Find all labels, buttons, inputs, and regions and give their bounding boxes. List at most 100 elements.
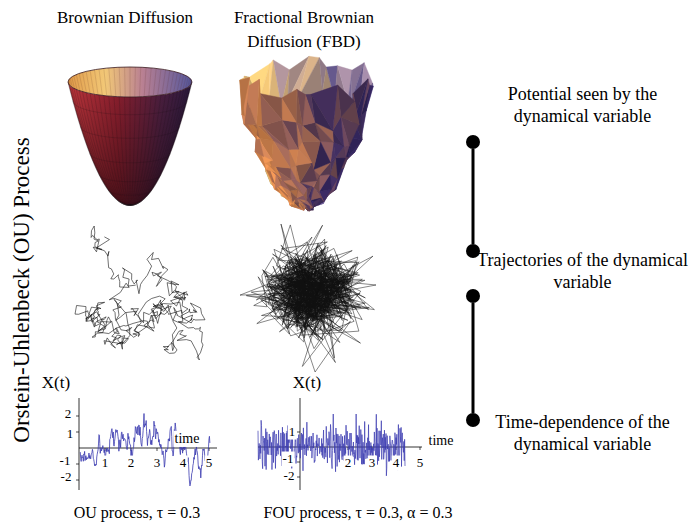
tick-label: -2 [60, 470, 73, 485]
bowl-surface [68, 82, 192, 205]
mesh-line [118, 200, 143, 203]
axis-title: X(t) [41, 373, 71, 393]
tick-mark [157, 448, 158, 451]
bowl-inside-mesh [68, 67, 192, 205]
mesh-line [130, 96, 146, 205]
mesh-line [99, 174, 161, 182]
mesh-line [130, 94, 166, 205]
tick-mark [297, 477, 300, 478]
mesh-line [130, 97, 135, 206]
tick-label: 1 [66, 427, 75, 442]
row-heading: Orstein-Uhlenbeck (OU) Process [9, 136, 35, 443]
potential-facet [296, 163, 312, 183]
tick-label: -2 [283, 469, 296, 484]
timeline-dot [466, 135, 480, 149]
tick-mark [297, 432, 300, 433]
fou-trajectory [240, 224, 376, 372]
mesh-line [130, 83, 192, 205]
bowl-rim [68, 67, 192, 97]
timeline-dot [466, 244, 480, 258]
mesh-line [130, 93, 174, 206]
timeline-dot [466, 289, 480, 303]
mesh-line [79, 91, 130, 206]
mesh-line [130, 95, 161, 205]
rough-potential [240, 56, 373, 211]
stage-label: Potential seen by the dynamical variable [475, 84, 690, 127]
potential-facet [297, 89, 306, 125]
axis-title: X(t) [292, 373, 322, 393]
mesh-line [130, 93, 170, 205]
mesh-line [130, 97, 141, 206]
potential-facet [302, 126, 320, 142]
potential-facet [290, 168, 296, 180]
potential-facet [296, 149, 312, 165]
mesh-line [130, 88, 186, 205]
potential-facet [260, 93, 282, 125]
axis-title: time [428, 433, 455, 449]
plot-axes [76, 398, 217, 490]
tick-label: -1 [282, 452, 295, 467]
tick-label: 3 [368, 456, 377, 471]
potential-facet [282, 89, 297, 122]
potential-facet [311, 94, 333, 130]
tick-label: 5 [205, 456, 214, 471]
mesh-line [108, 190, 151, 195]
tick-mark [76, 432, 79, 433]
mesh-line [72, 87, 130, 205]
potential-facet [333, 131, 344, 147]
mesh-line [76, 90, 130, 206]
potential-facet [296, 165, 300, 182]
mesh-line [130, 86, 190, 205]
y-axis [79, 398, 80, 490]
plot-caption: FOU process, τ = 0.3, α = 0.3 [263, 504, 454, 522]
mesh-line [90, 153, 171, 163]
tick-mark [76, 464, 79, 465]
mesh-line [70, 86, 130, 205]
potential-facet [319, 174, 330, 191]
timeline-dot [466, 413, 480, 427]
mesh-line [130, 96, 151, 205]
timeline-stop: Time-dependence of the dynamical variabl… [464, 404, 690, 457]
timeline-link [472, 303, 475, 413]
plot-caption: OU process, τ = 0.3 [73, 504, 202, 522]
tick-mark [297, 462, 300, 463]
tick-label: 4 [392, 456, 401, 471]
potential-facet [302, 122, 320, 141]
tick-label: 4 [179, 456, 188, 471]
tick-mark [420, 447, 421, 450]
tick-label: 3 [153, 456, 162, 471]
timeline-link [472, 149, 475, 244]
mesh-line [130, 87, 188, 205]
mesh-line [130, 90, 184, 206]
column-heading: Fractional Brownian Diffusion (FBD) [221, 6, 388, 54]
tick-label: 5 [416, 456, 425, 471]
tick-label: 1 [288, 425, 297, 440]
potential-facet [282, 98, 297, 122]
potential-facet [319, 174, 331, 191]
mesh-line [130, 85, 191, 205]
mesh-line [69, 85, 130, 205]
mesh-line [130, 92, 177, 206]
plot-axes [258, 398, 422, 490]
column-heading: Brownian Diffusion [56, 8, 194, 28]
tick-mark [76, 480, 79, 481]
axis-title: time [174, 431, 201, 447]
mesh-line [130, 82, 192, 205]
mesh-line [130, 96, 156, 206]
timeline-stop: Trajectories of the dynamical variable [464, 240, 690, 305]
fou-signal [258, 414, 405, 476]
tick-label: 2 [127, 456, 136, 471]
potential-facet [296, 89, 302, 125]
ou-trajectory [75, 226, 205, 360]
mesh-line [99, 95, 130, 205]
tick-label: -1 [59, 454, 72, 469]
bowl-shade [68, 82, 192, 205]
mesh-line [130, 97, 131, 205]
mesh-line [80, 126, 179, 138]
mesh-line [68, 82, 130, 205]
stage-label: Time-dependence of the dynamical variabl… [475, 412, 690, 455]
mesh-line [68, 83, 130, 205]
stage-label: Trajectories of the dynamical variable [475, 250, 690, 293]
timeline-stop: Potential seen by the dynamical variable [464, 84, 690, 151]
tick-label: 2 [64, 407, 73, 422]
